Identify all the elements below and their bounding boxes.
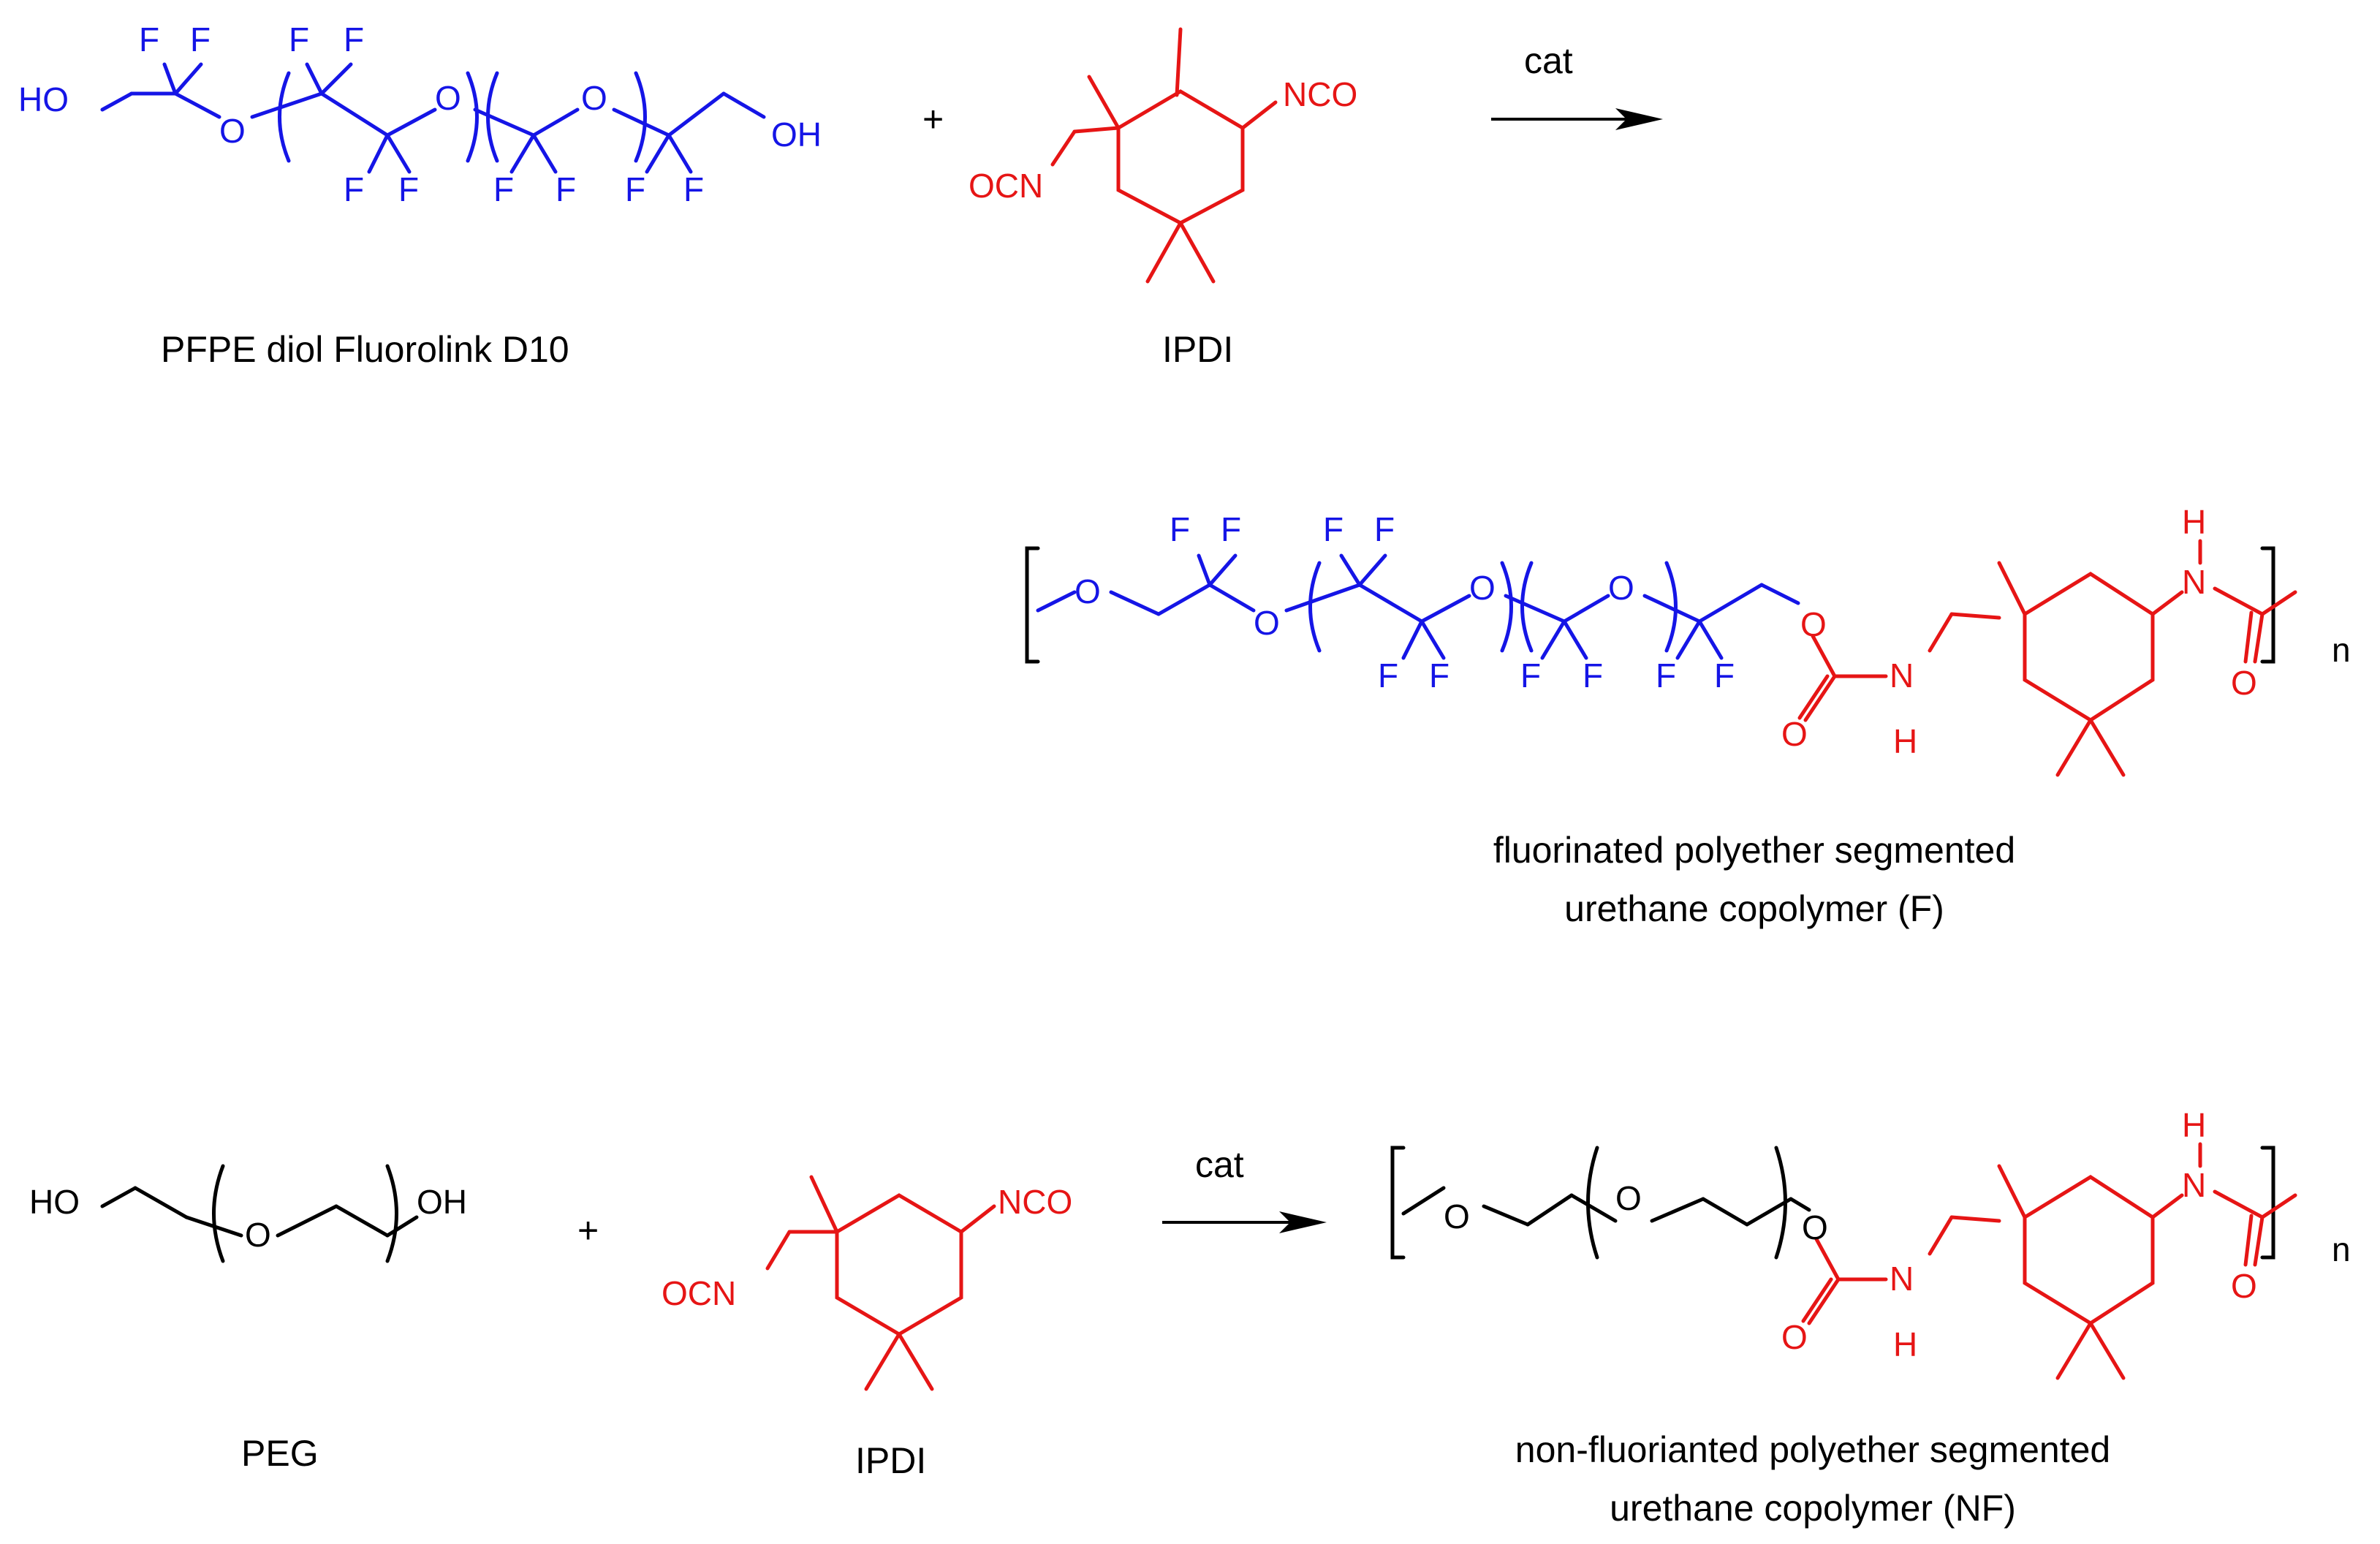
fluorine-atom: F <box>556 170 576 208</box>
fluorine-atom: F <box>344 20 364 58</box>
oxygen-atom: O <box>1802 1208 1828 1246</box>
fluorine-atom: F <box>139 20 159 58</box>
oxygen-atom: O <box>219 112 246 150</box>
fluorine-atom: F <box>683 170 704 208</box>
fluorine-atom: F <box>190 20 211 58</box>
nitrogen-atom: N <box>2182 563 2206 601</box>
fluorine-atom: F <box>1583 656 1603 695</box>
fluorine-atom: F <box>1323 510 1344 548</box>
oxygen-atom: O <box>245 1216 271 1254</box>
fluorine-atom: F <box>344 170 364 208</box>
ipdi-label-top: IPDI <box>1162 329 1233 370</box>
pfpe-diol-label: PFPE diol Fluorolink D10 <box>161 329 569 370</box>
hydrogen-atom: H <box>2182 503 2206 541</box>
fluorine-atom: F <box>1378 656 1398 695</box>
nitrogen-atom: N <box>1890 1260 1914 1298</box>
oxygen-atom: O <box>1781 715 1808 753</box>
oxygen-atom: O <box>1615 1179 1642 1217</box>
ipdi-structure-top: NCO OCN <box>969 27 1357 284</box>
hydrogen-atom: H <box>1893 722 1917 760</box>
isocyanate-group: OCN <box>969 167 1043 205</box>
repeat-unit-n: n <box>2332 1230 2351 1268</box>
fluorine-atom: F <box>625 170 645 208</box>
oxygen-atom: O <box>435 79 461 117</box>
fluorine-atom: F <box>1714 656 1735 695</box>
fluorine-atom: F <box>289 20 309 58</box>
fluorine-atom: F <box>1520 656 1541 695</box>
peg-structure: HO O OH <box>29 1164 467 1263</box>
oxygen-atom: O <box>1781 1318 1808 1356</box>
fluorine-atom: F <box>1656 656 1676 695</box>
peg-label: PEG <box>241 1433 319 1474</box>
hydroxyl-group-right: OH <box>771 116 822 154</box>
catalyst-label-top: cat <box>1524 40 1573 81</box>
oxygen-atom: O <box>2231 1267 2257 1305</box>
plus-sign-bottom: + <box>577 1210 599 1251</box>
isocyanate-group: NCO <box>998 1183 1072 1221</box>
fluorine-atom: F <box>398 170 419 208</box>
product-f-label-line2: urethane copolymer (F) <box>1564 888 1944 929</box>
repeat-unit-n: n <box>2332 631 2351 669</box>
oxygen-atom: O <box>1608 569 1634 607</box>
fluorine-atom: F <box>1170 510 1190 548</box>
fluorine-atom: F <box>1221 510 1241 548</box>
hydroxyl-group-left: HO <box>29 1183 80 1221</box>
nitrogen-atom: N <box>2182 1166 2206 1204</box>
fluorine-atom: F <box>493 170 514 208</box>
isocyanate-group: NCO <box>1283 75 1357 113</box>
oxygen-atom: O <box>1469 569 1496 607</box>
product-nf-label-line2: urethane copolymer (NF) <box>1610 1488 2016 1529</box>
catalyst-label-bottom: cat <box>1195 1144 1244 1185</box>
isocyanate-group: OCN <box>662 1274 736 1312</box>
oxygen-atom: O <box>1800 605 1827 643</box>
ipdi-structure-bottom: NCO OCN <box>662 1175 1072 1391</box>
product-f-label-line1: fluorinated polyether segmented <box>1493 830 2015 871</box>
plus-sign-top: + <box>922 99 944 140</box>
nitrogen-atom: N <box>1890 656 1914 695</box>
pfpe-diol-structure: HO F F O F F F F O F F O F F OH <box>18 20 822 208</box>
reaction-arrow-bottom <box>1162 1211 1327 1233</box>
oxygen-atom: O <box>2231 664 2257 702</box>
fluorine-atom: F <box>1429 656 1449 695</box>
ipdi-label-bottom: IPDI <box>855 1440 926 1481</box>
hydrogen-atom: H <box>2182 1106 2206 1144</box>
non-fluorinated-copolymer-structure: O O O O N H H N O n <box>1390 1106 2351 1380</box>
oxygen-atom: O <box>1075 572 1101 610</box>
hydrogen-atom: H <box>1893 1325 1917 1363</box>
product-nf-label-line1: non-fluorianted polyether segmented <box>1515 1429 2110 1470</box>
hydroxyl-group-right: OH <box>417 1183 467 1221</box>
fluorine-atom: F <box>1374 510 1395 548</box>
fluorinated-copolymer-structure: O F F O F F F F O F F O F F O O N H H N … <box>1025 503 2351 777</box>
oxygen-atom: O <box>1444 1197 1470 1235</box>
oxygen-atom: O <box>581 79 607 117</box>
hydroxyl-group-left: HO <box>18 80 69 118</box>
reaction-arrow-top <box>1491 108 1663 130</box>
oxygen-atom: O <box>1254 604 1280 642</box>
